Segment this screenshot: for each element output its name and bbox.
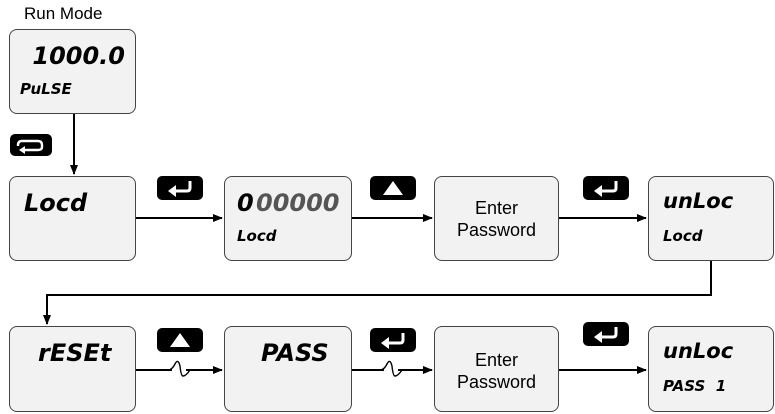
enter-button-icon bbox=[583, 322, 629, 346]
digits-gray: 00000 bbox=[256, 189, 340, 217]
display-pass-1: PASS 1 bbox=[663, 377, 727, 395]
unloc-locd-display: unLoc Locd bbox=[648, 176, 774, 261]
enter-text: Enter bbox=[474, 198, 519, 218]
break-symbol bbox=[167, 360, 191, 379]
display-pass: PASS bbox=[261, 339, 329, 367]
enter-button-icon bbox=[583, 176, 629, 200]
display-value: 1000.0 bbox=[32, 42, 125, 70]
display-mode: PuLSE bbox=[20, 80, 72, 98]
password-text: Password bbox=[456, 220, 537, 240]
pass-display: PASS bbox=[224, 326, 352, 412]
display-unloc: unLoc bbox=[663, 189, 734, 213]
locd-display: Locd bbox=[9, 176, 136, 261]
run-mode-display: 1000.0 PuLSE bbox=[9, 29, 136, 114]
display-reset: rESEt bbox=[38, 339, 112, 367]
enter-button-icon bbox=[370, 328, 416, 352]
run-mode-label: Run Mode bbox=[24, 4, 103, 23]
break-symbol bbox=[379, 360, 403, 379]
enter-password-box-1: Enter Password bbox=[434, 176, 559, 261]
digit-dim: 0 bbox=[237, 189, 254, 217]
display-locd-small: Locd bbox=[237, 227, 277, 245]
enter-password-box-2: Enter Password bbox=[434, 326, 559, 412]
display-locd-small: Locd bbox=[663, 227, 703, 245]
unloc-pass-display: unLoc PASS 1 bbox=[648, 326, 774, 412]
reset-display: rESEt bbox=[9, 326, 136, 412]
up-button-icon bbox=[157, 328, 203, 352]
display-locd: Locd bbox=[24, 189, 88, 217]
up-button-icon bbox=[370, 176, 416, 200]
enter-button-icon bbox=[157, 176, 203, 200]
display-unloc: unLoc bbox=[663, 339, 734, 363]
code-entry-display: 0 00000 Locd bbox=[224, 176, 352, 261]
enter-text: Enter bbox=[474, 350, 519, 370]
password-text: Password bbox=[456, 372, 537, 392]
menu-button-icon bbox=[10, 134, 52, 156]
arrow-unloc1-to-reset bbox=[43, 261, 712, 325]
